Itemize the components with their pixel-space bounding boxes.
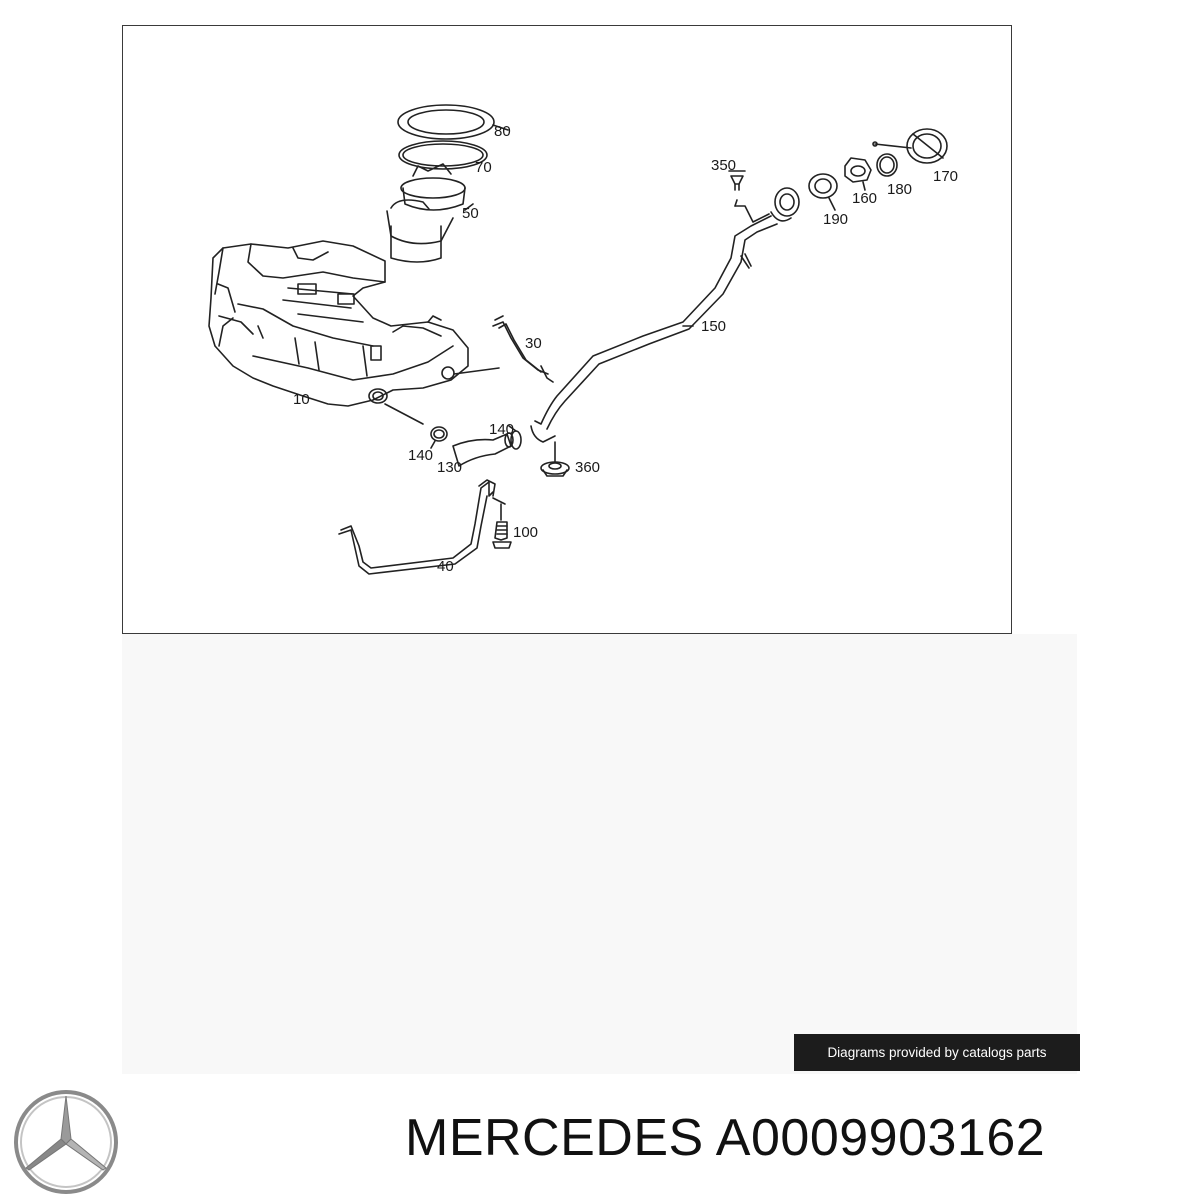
part-50-fuel-pump: [386, 163, 474, 263]
parts-diagram: 80 70 50 350 160 180 170 190 150 30 10 1…: [208, 104, 958, 575]
label-350: 350: [711, 157, 736, 174]
background-panel: [122, 634, 1077, 1074]
label-140-left: 140: [408, 447, 433, 464]
part-70-oring: [398, 140, 488, 170]
part-170-fuel-cap: [872, 128, 948, 164]
part-190-neck-ring: [770, 173, 838, 222]
part-180-gasket: [876, 153, 898, 177]
part-100-bolt: [492, 503, 512, 549]
label-160: 160: [852, 190, 877, 207]
credit-text: Diagrams provided by catalogs parts: [827, 1045, 1047, 1060]
label-360: 360: [575, 459, 600, 476]
part-80-gasket: [397, 104, 509, 140]
label-190: 190: [823, 211, 848, 228]
credit-banner: Diagrams provided by catalogs parts: [794, 1034, 1080, 1071]
label-130: 130: [437, 459, 462, 476]
label-150: 150: [701, 318, 726, 335]
part-140-clamp-left: [430, 426, 448, 449]
part-130-hose: [452, 432, 514, 467]
label-30: 30: [525, 335, 542, 352]
label-170: 170: [933, 168, 958, 185]
label-140-right: 140: [489, 421, 514, 438]
label-80: 80: [494, 123, 511, 140]
part-10-fuel-tank: [208, 240, 500, 425]
label-40: 40: [437, 558, 454, 575]
part-40-tank-strap: [338, 479, 506, 575]
part-number: A0009903162: [715, 1109, 1046, 1167]
label-180: 180: [887, 181, 912, 198]
part-140-clamp-right: [508, 425, 522, 450]
footer-title: MERCEDES A0009903162: [405, 1108, 1045, 1168]
label-10: 10: [293, 391, 310, 408]
part-350-clip: [728, 170, 746, 191]
part-160-filler-head: [844, 157, 872, 191]
part-360-grommet: [540, 441, 570, 477]
label-50: 50: [462, 205, 479, 222]
label-100: 100: [513, 524, 538, 541]
part-150-filler-neck: [530, 199, 778, 443]
label-70: 70: [475, 159, 492, 176]
part-30-vent-line: [492, 315, 554, 383]
brand-name: MERCEDES: [405, 1109, 704, 1167]
diagram-frame: 80 70 50 350 160 180 170 190 150 30 10 1…: [122, 25, 1012, 634]
mercedes-star-icon: [14, 1090, 118, 1194]
